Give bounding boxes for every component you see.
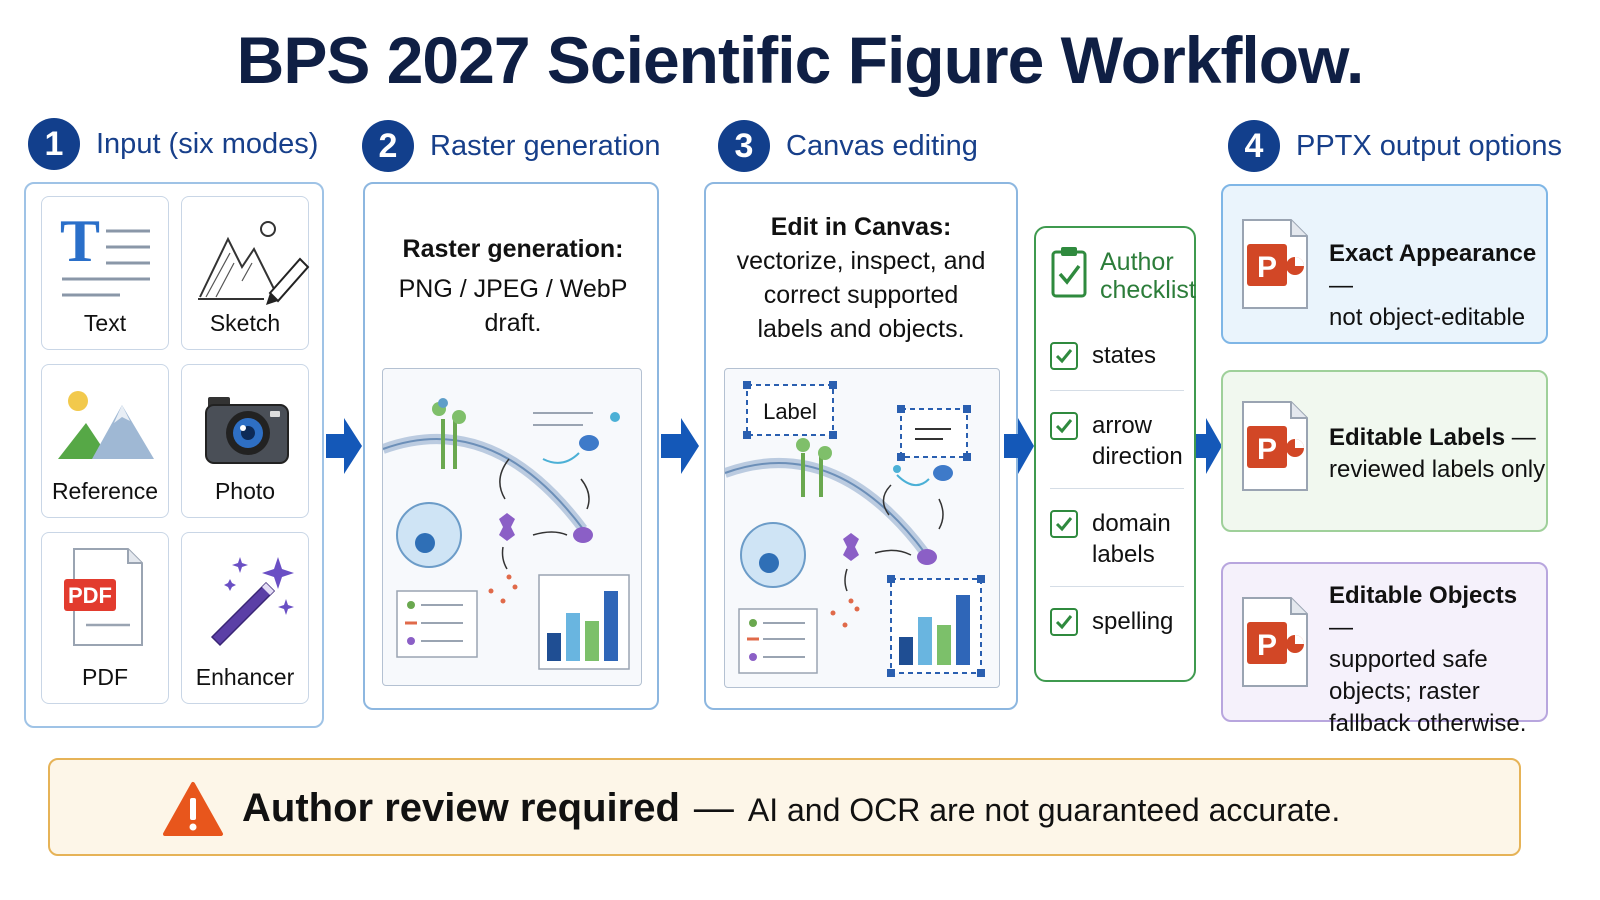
output-desc: not object-editable — [1329, 304, 1526, 331]
step-4-number: 4 — [1228, 120, 1280, 172]
sketch-icon — [198, 221, 310, 305]
author-review-warning: Author review required — AI and OCR are … — [48, 758, 1521, 856]
canvas-label-box: Label — [763, 399, 817, 424]
flow-arrow-3 — [1004, 416, 1036, 476]
raster-formats: PNG / JPEG / WebP — [398, 275, 628, 303]
input-mode-label: Photo — [214, 478, 276, 504]
output-desc: fallback otherwise. — [1329, 710, 1527, 737]
output-editable-labels[interactable]: P Editable Labels — reviewed labels only — [1221, 370, 1548, 532]
svg-text:P: P — [1257, 251, 1277, 284]
step-2-header: 2 Raster generation — [362, 120, 661, 172]
warning-dash: — — [693, 786, 734, 830]
editable-cell-diagram-icon: Label — [723, 381, 985, 677]
step-1-label: Input (six modes) — [96, 127, 319, 160]
pdf-badge: PDF — [68, 583, 112, 608]
input-mode-text[interactable]: T Text — [41, 196, 169, 350]
warning-icon — [163, 782, 223, 836]
input-mode-sketch[interactable]: Sketch — [181, 196, 310, 350]
output-editable-objects[interactable]: P Editable Objects — supported safe obje… — [1221, 562, 1548, 737]
step-4-header: 4 PPTX output options — [1228, 120, 1562, 172]
step-3-header: 3 Canvas editing — [718, 120, 978, 172]
output-title: Exact Appearance — [1329, 240, 1537, 267]
raster-draft-illustration — [381, 368, 642, 686]
checklist-item-spelling[interactable]: spelling — [1050, 606, 1184, 637]
input-mode-reference[interactable]: Reference — [41, 364, 169, 518]
input-mode-label: Text — [83, 310, 127, 336]
canvas-heading: Edit in Canvas: — [770, 213, 952, 241]
step-2-label: Raster generation — [430, 129, 661, 162]
step-1-header: 1 Input (six modes) — [28, 118, 318, 170]
checkbox-checked-icon[interactable] — [1050, 608, 1078, 636]
checklist-divider — [1050, 390, 1184, 391]
checkbox-checked-icon[interactable] — [1050, 342, 1078, 370]
checklist-title-line-2: checklist — [1100, 276, 1196, 304]
canvas-line-2: correct supported — [763, 281, 959, 309]
output-desc: reviewed labels only — [1329, 456, 1546, 483]
input-mode-label: Reference — [51, 478, 159, 504]
warning-bold-text: Author review required — [242, 786, 680, 830]
canvas-line-1: vectorize, inspect, and — [736, 247, 986, 275]
pdf-icon: PDF — [64, 548, 143, 646]
step-3-number: 3 — [718, 120, 770, 172]
cell-diagram-icon — [381, 398, 630, 670]
raster-heading: Raster generation: — [402, 235, 624, 263]
input-mode-label: PDF — [82, 664, 128, 690]
input-mode-pdf[interactable]: PDF PDF — [41, 532, 169, 704]
clipboard-icon — [1050, 244, 1088, 305]
step-3-label: Canvas editing — [786, 129, 978, 162]
canvas-editor-illustration: Label — [723, 368, 1000, 688]
output-exact-appearance[interactable]: P Exact Appearance — not object-editable — [1221, 184, 1548, 344]
input-mode-photo[interactable]: Photo — [181, 364, 309, 518]
magic-wand-icon — [210, 557, 294, 647]
powerpoint-icon: P — [1242, 597, 1308, 687]
svg-text:T: T — [60, 208, 100, 274]
step-2-number: 2 — [362, 120, 414, 172]
input-mode-label: Enhancer — [195, 664, 295, 690]
input-mode-label: Sketch — [209, 310, 281, 336]
raster-generation-panel: Raster generation: PNG / JPEG / WebP dra… — [363, 182, 659, 710]
checkbox-checked-icon[interactable] — [1050, 510, 1078, 538]
input-modes-panel: T Text Sketch Reference — [24, 182, 324, 728]
svg-text:P: P — [1257, 629, 1277, 662]
checklist-item-states[interactable]: states — [1050, 340, 1184, 371]
powerpoint-icon: P — [1242, 401, 1308, 491]
output-desc: supported safe — [1329, 646, 1488, 673]
checklist-divider — [1050, 488, 1184, 489]
output-title: Editable Objects — [1329, 582, 1518, 609]
canvas-line-3: labels and objects. — [757, 315, 965, 343]
step-1-number: 1 — [28, 118, 80, 170]
flow-arrow-4 — [1196, 416, 1224, 476]
page-title: BPS 2027 Scientific Figure Workflow. — [236, 23, 1365, 97]
checklist-divider — [1050, 586, 1184, 587]
checklist-title-line-1: Author — [1100, 248, 1174, 276]
svg-text:P: P — [1257, 433, 1277, 466]
flow-arrow-1 — [324, 416, 364, 476]
powerpoint-icon: P — [1242, 219, 1308, 309]
reference-image-icon — [58, 391, 154, 459]
flow-arrow-2 — [659, 416, 701, 476]
raster-suffix: draft. — [484, 309, 542, 337]
step-4-label: PPTX output options — [1296, 129, 1562, 162]
canvas-editing-panel: Edit in Canvas: vectorize, inspect, and … — [704, 182, 1018, 710]
output-title: Editable Labels — [1329, 424, 1506, 451]
text-icon: T — [60, 208, 150, 297]
output-desc: objects; raster — [1329, 678, 1480, 705]
checkbox-checked-icon[interactable] — [1050, 412, 1078, 440]
input-mode-enhancer[interactable]: Enhancer — [181, 532, 309, 704]
camera-icon — [205, 397, 289, 464]
warning-message: AI and OCR are not guaranteed accurate. — [747, 792, 1341, 828]
